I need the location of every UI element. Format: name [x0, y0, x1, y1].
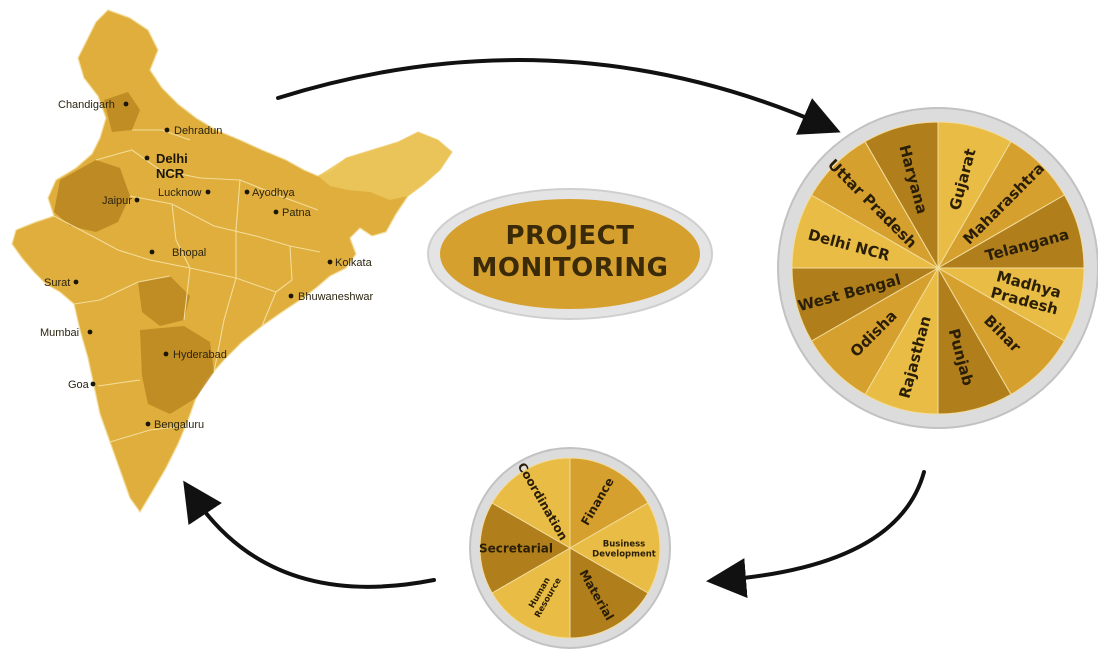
city-bengaluru: Bengaluru — [145, 419, 204, 431]
city-label-goa: Goa — [68, 379, 90, 391]
city-label-ayodhya: Ayodhya — [252, 187, 295, 199]
city-dehradun: Dehradun — [164, 125, 222, 137]
arrow-departments-to-map — [183, 480, 436, 589]
project-monitoring-badge: PROJECT MONITORING — [427, 188, 713, 320]
city-label-kolkata: Kolkata — [335, 257, 373, 269]
city-bhuwaneshwar: Bhuwaneshwar — [288, 291, 374, 303]
department-segment — [569, 502, 661, 594]
map-region-dark-north — [104, 92, 140, 132]
department-label: Secretarial — [479, 542, 553, 556]
state-segment — [864, 121, 939, 270]
city-label-bhopal: Bhopal — [172, 247, 206, 259]
city-label-jaipur: Jaipur — [102, 195, 132, 207]
city-hyderabad: Hyderabad — [163, 349, 227, 361]
city-goa: Goa — [68, 379, 96, 391]
city-kolkata: Kolkata — [327, 257, 373, 269]
department-segment — [491, 547, 571, 639]
department-segment — [479, 502, 571, 594]
city-label-patna: Patna — [282, 207, 312, 219]
map-region-light-east — [318, 132, 452, 200]
states-wheel-segments — [791, 121, 1085, 415]
city-bhopal: Bhopal — [149, 247, 206, 259]
india-outline — [11, 9, 453, 514]
map-region-dark-south — [140, 326, 214, 414]
departments-wheel-segments — [479, 457, 661, 639]
city-label-surat: Surat — [44, 277, 70, 289]
city-label-dehradun: Dehradun — [174, 125, 222, 137]
department-segment — [491, 457, 571, 549]
city-label-bengaluru: Bengaluru — [154, 419, 204, 431]
city-ayodhya: Ayodhya — [244, 187, 295, 199]
map-state-borders — [53, 129, 321, 443]
map-city-markers: Chandigarh Dehradun Delhi NCR Jaipur Luc… — [40, 99, 374, 431]
department-segment — [569, 547, 649, 639]
map-region-dark-central — [138, 276, 190, 326]
city-label-delhi: Delhi — [156, 151, 188, 166]
title-line-monitoring: MONITORING — [471, 253, 668, 283]
city-label-mumbai: Mumbai — [40, 327, 79, 339]
arrow-states-to-departments — [706, 470, 926, 599]
city-chandigarh: Chandigarh — [58, 99, 129, 111]
arrow-map-to-states — [276, 58, 841, 135]
city-label-chandigarh: Chandigarh — [58, 99, 115, 111]
city-lucknow: Lucknow — [158, 187, 211, 199]
india-map — [11, 9, 453, 514]
city-label-bhuwaneshwar: Bhuwaneshwar — [298, 291, 374, 303]
city-label-lucknow: Lucknow — [158, 187, 201, 199]
city-surat: Surat — [44, 277, 79, 289]
city-delhi-ncr: Delhi NCR — [144, 151, 188, 181]
cycle-arrows — [183, 58, 926, 599]
department-segment — [569, 457, 649, 549]
states-wheel: GujaratMaharashtraTelanganaMadhyaPradesh… — [777, 107, 1098, 429]
city-patna: Patna — [273, 207, 312, 219]
title-line-project: PROJECT — [506, 221, 635, 251]
map-region-dark-northwest — [54, 160, 130, 232]
city-jaipur: Jaipur — [102, 195, 140, 207]
city-label-ncr: NCR — [156, 166, 185, 181]
city-mumbai: Mumbai — [40, 327, 93, 339]
city-label-hyderabad: Hyderabad — [173, 349, 227, 361]
